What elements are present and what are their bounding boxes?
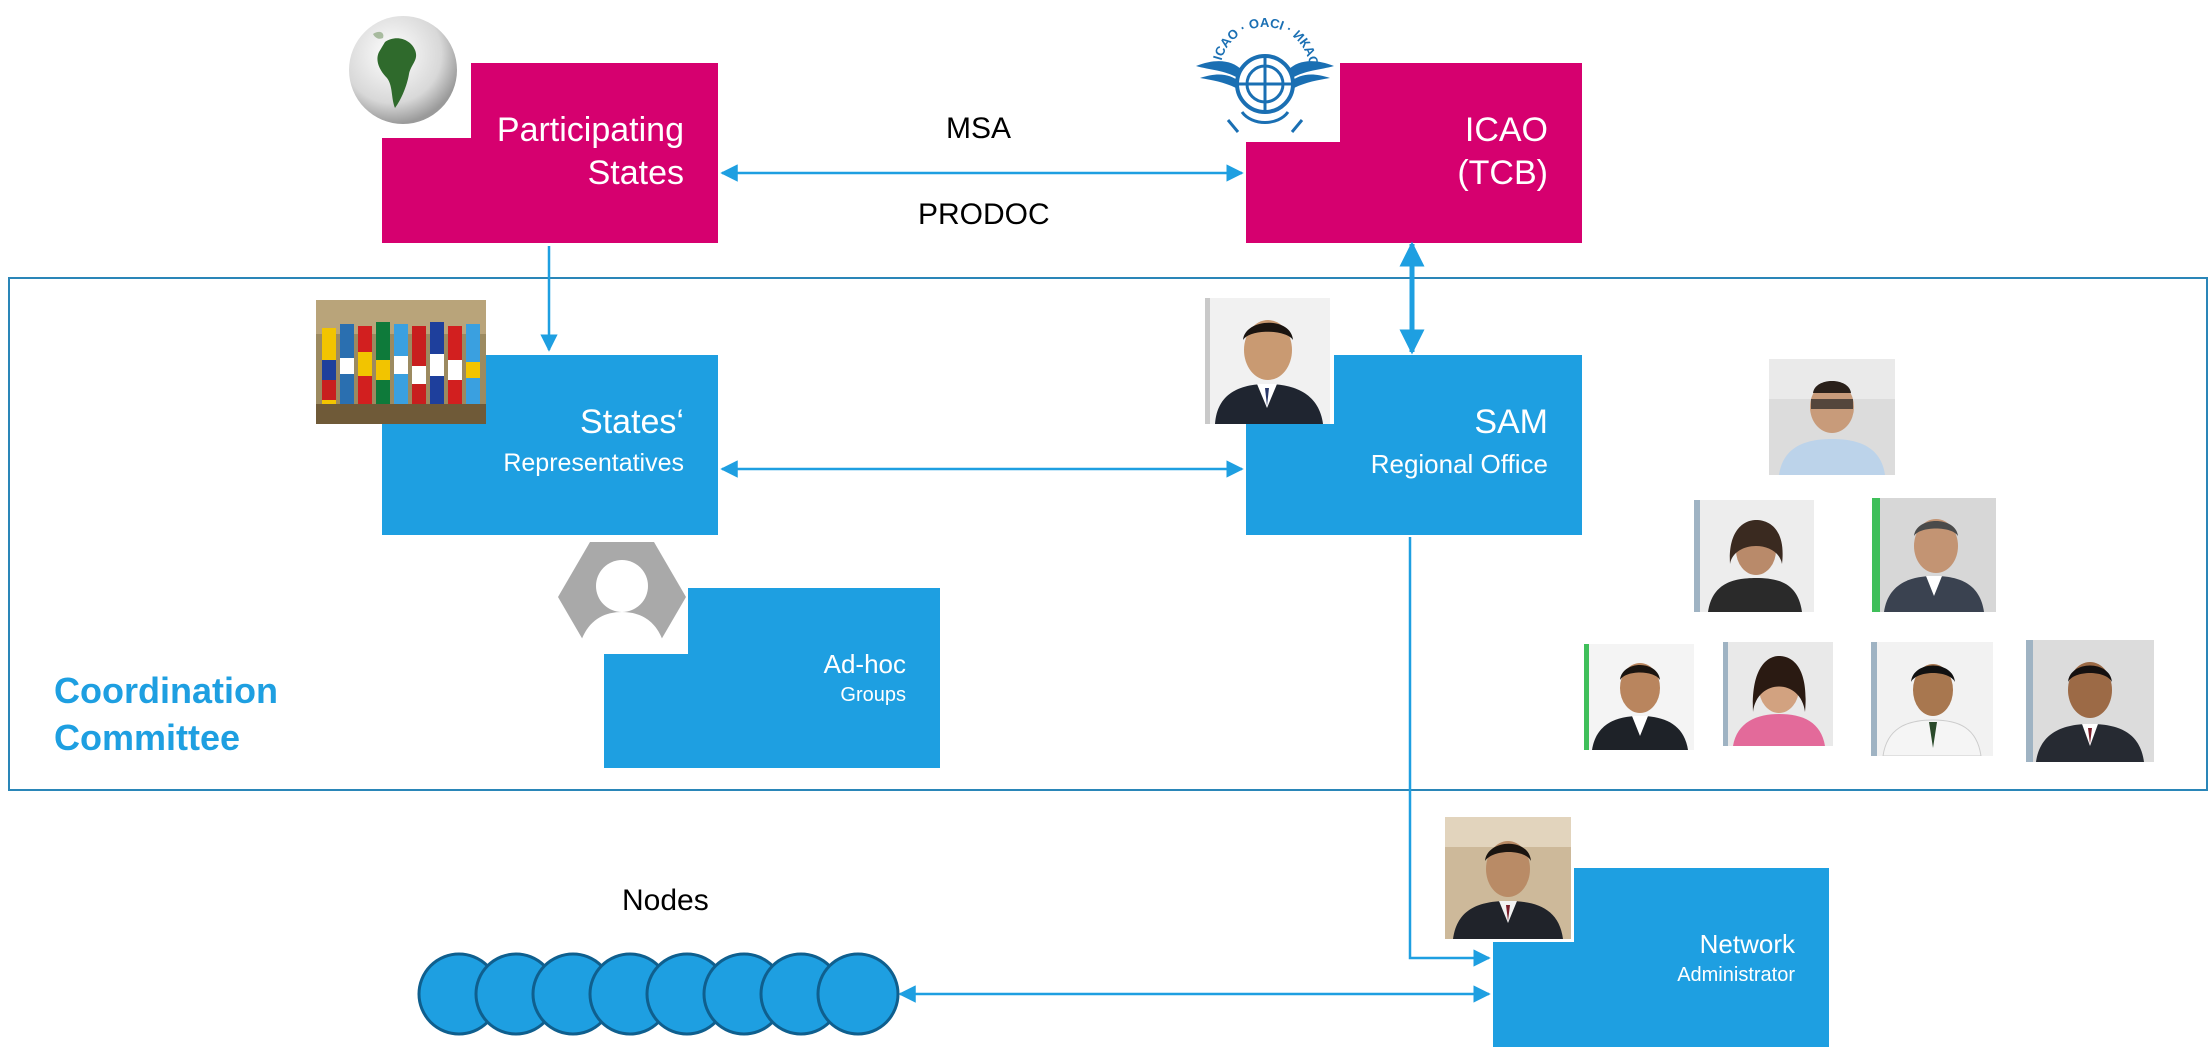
states-representatives-line2: Representatives [503,448,684,477]
team-portrait-6 [1871,642,1993,756]
network-admin-line1: Network [1699,929,1795,959]
icao-line1: ICAO [1464,111,1548,149]
globe-icon [345,12,461,128]
states-representatives-line1: States‘ [580,403,684,441]
portrait-photo-sam [1205,298,1330,424]
team-portrait-2 [1694,500,1814,612]
adhoc-groups-line1: Ad-hoc [823,649,906,679]
committee-line2: Committee [54,716,241,758]
sam-office-line1: SAM [1474,403,1548,441]
icao-emblem-icon: ICAO · OACI · ИКАО [1192,8,1338,142]
network-admin-line2: Administrator [1677,963,1795,986]
icao-line2: (TCB) [1457,153,1548,192]
node-circle [816,952,900,1036]
nodes-label: Nodes [622,884,709,917]
team-portrait-4 [1584,644,1694,750]
adhoc-groups-line2: Groups [840,683,906,706]
msa-label: MSA [946,112,1012,145]
participating-states-line1: Participating [496,111,684,149]
coordination-committee-label: Coordination Committee [54,668,278,762]
generic-user-icon [558,540,686,654]
participating-states-line2: States [587,153,684,192]
prodoc-label: PRODOC [918,198,1050,231]
flags-photo [316,300,486,424]
team-portrait-1 [1769,359,1895,475]
sam-office-line2: Regional Office [1370,448,1548,479]
participating-states-box: Participating States [382,63,718,243]
committee-line1: Coordination [54,670,278,711]
portrait-photo-netadmin [1445,817,1571,939]
team-portrait-3 [1872,498,1996,612]
coordination-committee-frame [8,277,2208,791]
team-portrait-5 [1723,642,1833,746]
sam-to-netadmin-connector [1408,537,1491,967]
team-portrait-7 [2026,640,2154,762]
nodes-chain [417,952,900,1036]
